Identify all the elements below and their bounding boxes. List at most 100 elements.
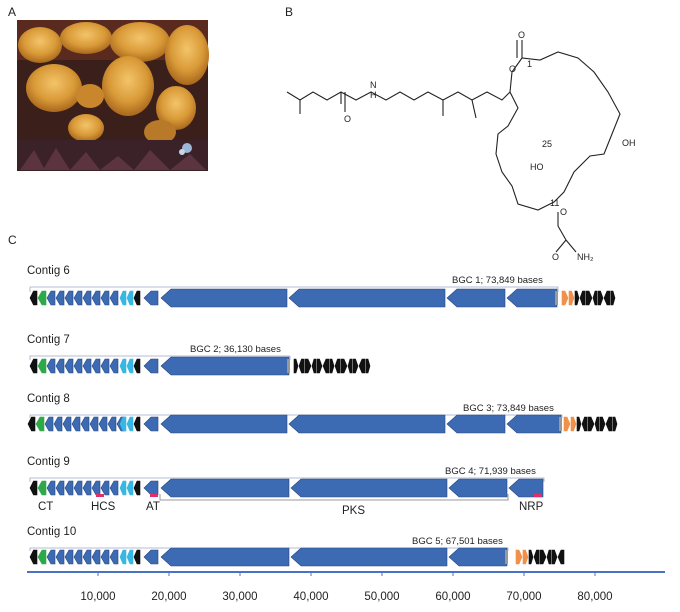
pks-gene-4-0 bbox=[160, 547, 290, 567]
pks-gene-3-2 bbox=[448, 478, 508, 498]
pks-gene-4-2 bbox=[448, 547, 508, 567]
small-blue-gene-2-1 bbox=[53, 416, 63, 432]
small-blue-gene-2-5 bbox=[89, 416, 99, 432]
flank-gene-1-7 bbox=[334, 358, 341, 374]
small-blue-gene-1-5 bbox=[91, 358, 101, 374]
contig-label-7: Contig 7 bbox=[27, 334, 70, 346]
small-blue-gene-3-1 bbox=[55, 480, 65, 496]
flank-gene-2-6 bbox=[612, 416, 618, 432]
cyan-gene-4-a bbox=[119, 549, 127, 565]
small-blue-gene-0-3 bbox=[73, 290, 83, 306]
flank-gene-4-0 bbox=[528, 549, 534, 565]
pks-gene-3-1 bbox=[290, 478, 448, 498]
green-gene-3 bbox=[37, 480, 47, 496]
orange-gene-2-b bbox=[570, 416, 577, 432]
bgc-label-3: BGC 3; 73,849 bases bbox=[463, 403, 554, 414]
small-blue-gene-0-4 bbox=[82, 290, 92, 306]
flank-gene-0-1 bbox=[579, 290, 586, 306]
axis-tick-label-0: 10,000 bbox=[80, 591, 115, 603]
black-gene-1-mid bbox=[133, 358, 141, 374]
chem-o-carbamate: O bbox=[560, 207, 567, 217]
bgc-label-5: BGC 5; 67,501 bases bbox=[412, 536, 503, 547]
small-blue-gene-4-0 bbox=[46, 549, 56, 565]
chem-nh2: NH₂ bbox=[577, 252, 594, 262]
small-blue-gene-3-4 bbox=[82, 480, 92, 496]
axis-tick-label-3: 40,000 bbox=[293, 591, 328, 603]
chemical-structure bbox=[286, 40, 621, 253]
chem-o-carbonyl: O bbox=[518, 30, 525, 40]
small-blue-gene-1-4 bbox=[82, 358, 92, 374]
pks-gene-1-0 bbox=[160, 356, 290, 376]
small-blue-gene-4-5 bbox=[91, 549, 101, 565]
small-blue-gene-4-3 bbox=[73, 549, 83, 565]
flank-gene-0-3 bbox=[592, 290, 598, 306]
flank-gene-4-4 bbox=[551, 549, 558, 565]
orange-gene-4-a bbox=[515, 549, 523, 565]
flank-gene-1-1 bbox=[298, 358, 305, 374]
chem-o-carbamate-2: O bbox=[552, 252, 559, 262]
flank-gene-2-4 bbox=[599, 416, 606, 432]
chem-nh-n: N bbox=[370, 80, 377, 90]
small-blue-gene-0-6 bbox=[100, 290, 110, 306]
contig-label-9: Contig 9 bbox=[27, 456, 70, 468]
grey-gene-2 bbox=[559, 417, 562, 431]
domain-marker-0 bbox=[96, 494, 104, 497]
small-blue-gene-1-3 bbox=[73, 358, 83, 374]
cyan-gene-3-b bbox=[126, 480, 134, 496]
lead-gene-0 bbox=[29, 290, 38, 306]
small-blue-gene-0-2 bbox=[64, 290, 74, 306]
flank-gene-2-5 bbox=[605, 416, 613, 432]
panel-label-c: C bbox=[8, 233, 17, 247]
cyan-gene-3-a bbox=[119, 480, 127, 496]
blue-gene-2-pre bbox=[143, 416, 159, 432]
grey-gene-0 bbox=[555, 291, 558, 305]
green-gene-1 bbox=[37, 358, 47, 374]
bgc-bracket-4 bbox=[29, 477, 545, 482]
pks-gene-0-2 bbox=[446, 288, 506, 308]
contig-label-6: Contig 6 bbox=[27, 265, 70, 277]
bgc-bracket-2 bbox=[29, 355, 291, 360]
flank-gene-0-5 bbox=[603, 290, 611, 306]
flank-gene-1-6 bbox=[329, 358, 335, 374]
annotation-at: AT bbox=[146, 501, 160, 513]
chem-atom-11: 11 bbox=[550, 198, 559, 208]
cyan-gene-1-b bbox=[126, 358, 134, 374]
flank-gene-2-2 bbox=[587, 416, 595, 432]
axis-tick-label-4: 50,000 bbox=[364, 591, 399, 603]
green-gene-2 bbox=[35, 416, 45, 432]
orange-gene-0-b bbox=[568, 290, 575, 306]
small-blue-gene-3-0 bbox=[46, 480, 56, 496]
grey-gene-4 bbox=[505, 550, 508, 564]
flank-gene-0-0 bbox=[574, 290, 580, 306]
axis-tick-label-2: 30,000 bbox=[222, 591, 257, 603]
black-gene-3-mid bbox=[133, 480, 141, 496]
chem-oh-2: HO bbox=[530, 162, 544, 172]
axis-tick-label-7: 80,000 bbox=[577, 591, 612, 603]
orange-gene-4-b bbox=[522, 549, 529, 565]
bgc-bracket-1 bbox=[29, 286, 559, 292]
small-blue-gene-2-0 bbox=[44, 416, 54, 432]
pks-gene-0-1 bbox=[288, 288, 446, 308]
small-blue-gene-2-2 bbox=[62, 416, 72, 432]
blue-gene-3-pre bbox=[143, 480, 159, 496]
contig-track-10: Contig 10 BGC 5; 67,501 bases bbox=[27, 526, 565, 567]
small-blue-gene-1-6 bbox=[100, 358, 110, 374]
small-blue-gene-3-5 bbox=[91, 480, 101, 496]
pks-gene-2-1 bbox=[288, 414, 446, 434]
blue-gene-0-pre bbox=[143, 290, 159, 306]
flank-gene-1-2 bbox=[304, 358, 312, 374]
flank-gene-2-3 bbox=[594, 416, 600, 432]
contig-label-10: Contig 10 bbox=[27, 526, 76, 538]
orange-gene-2-a bbox=[563, 416, 571, 432]
cyan-gene-4-b bbox=[126, 549, 134, 565]
axis-tick-label-6: 70,000 bbox=[506, 591, 541, 603]
pks-gene-0-3 bbox=[506, 288, 558, 308]
pks-gene-3-3 bbox=[508, 478, 544, 498]
flank-gene-0-4 bbox=[597, 290, 604, 306]
pks-gene-0-0 bbox=[160, 288, 288, 308]
bgc-label-4: BGC 4; 71,939 bases bbox=[445, 466, 536, 477]
flank-gene-1-11 bbox=[358, 358, 366, 374]
